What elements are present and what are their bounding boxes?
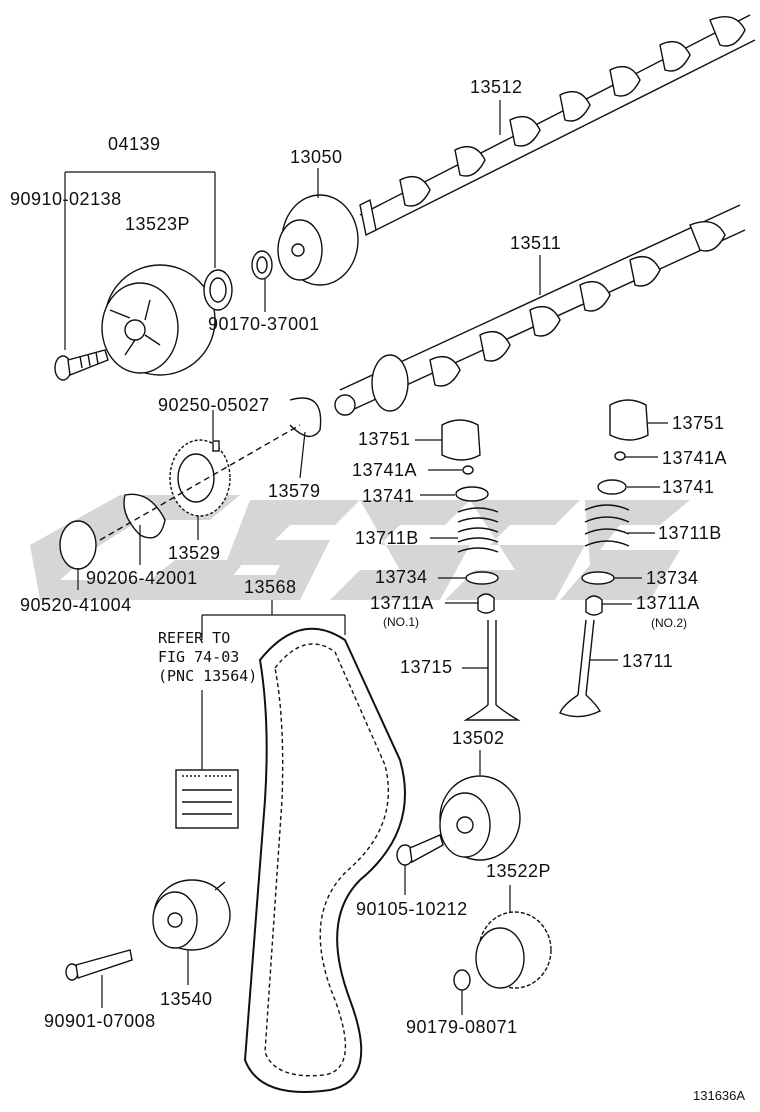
- label-13741-no1: 13741: [362, 486, 415, 506]
- pin-90250: [212, 440, 220, 452]
- label-90520-41004: 90520-41004: [20, 595, 132, 615]
- label-13512: 13512: [470, 77, 523, 97]
- plate-90206: [123, 493, 166, 539]
- vvt-pulley-13050: [277, 194, 359, 286]
- label-13540: 13540: [160, 989, 213, 1009]
- valve-group-no2: [559, 399, 649, 718]
- label-13734-no2: 13734: [646, 568, 699, 588]
- label-13579: 13579: [268, 481, 321, 501]
- label-13741A-no1: 13741A: [352, 460, 418, 480]
- figure-code: 131636A: [693, 1088, 746, 1103]
- label-13711: 13711: [622, 651, 674, 671]
- refer-note-line2: FIG 74-03: [158, 648, 240, 666]
- timing-belt-13568: [243, 627, 406, 1093]
- idler-13502: [439, 775, 521, 861]
- label-13711B-no1: 13711B: [355, 528, 419, 548]
- refer-figure-icon: [175, 769, 239, 829]
- bolt-90105: [396, 834, 444, 866]
- snap-ring-13579: [289, 397, 322, 438]
- camshaft-13512: [359, 14, 756, 237]
- label-13522P: 13522P: [486, 861, 552, 881]
- label-90206-42001: 90206-42001: [86, 568, 198, 588]
- bolt-90910: [54, 349, 109, 381]
- timing-pulley-13523P: [101, 264, 216, 376]
- label-90910-02138: 90910-02138: [10, 189, 122, 209]
- label-13502: 13502: [452, 728, 505, 748]
- label-13734-no1: 13734: [375, 567, 428, 587]
- label-90250-05027: 90250-05027: [158, 395, 270, 415]
- label-13568: 13568: [244, 577, 297, 597]
- label-90105-10212: 90105-10212: [356, 899, 468, 919]
- tensioner-13540: [152, 879, 231, 951]
- leader-lines: [64, 100, 668, 1015]
- label-13711A-no1: 13711A: [370, 593, 434, 613]
- refer-note-line3: (PNC 13564): [158, 667, 258, 685]
- washer-90179: [453, 969, 471, 991]
- label-13751-no1: 13751: [358, 429, 411, 449]
- label-90901-07008: 90901-07008: [44, 1011, 156, 1031]
- camshaft-13511: [334, 204, 746, 416]
- oil-seal: [203, 269, 233, 311]
- label-90179-08071: 90179-08071: [406, 1017, 518, 1037]
- label-13511: 13511: [510, 233, 562, 253]
- label-13741A-no2: 13741A: [662, 448, 728, 468]
- label-13711B-no2: 13711B: [658, 523, 722, 543]
- seal-90170: [251, 250, 273, 280]
- label-13050: 13050: [290, 147, 343, 167]
- crank-pulley-13522P: [475, 911, 552, 989]
- label-04139: 04139: [108, 134, 161, 154]
- sublabel-no2: (NO.2): [651, 616, 687, 630]
- label-13523P: 13523P: [125, 214, 191, 234]
- sublabel-no1: (NO.1): [383, 615, 419, 629]
- label-13751-no2: 13751: [672, 413, 725, 433]
- label-13715: 13715: [400, 657, 453, 677]
- label-13741-no2: 13741: [662, 477, 715, 497]
- label-13529: 13529: [168, 543, 221, 563]
- ring-90520: [59, 520, 97, 570]
- label-13711A-no2: 13711A: [636, 593, 700, 613]
- bolt-90901: [65, 949, 133, 981]
- gear-13529: [169, 439, 231, 517]
- refer-note-line1: REFER TO: [158, 629, 231, 647]
- label-90170-37001: 90170-37001: [208, 314, 320, 334]
- valve-group-no1: [441, 419, 521, 721]
